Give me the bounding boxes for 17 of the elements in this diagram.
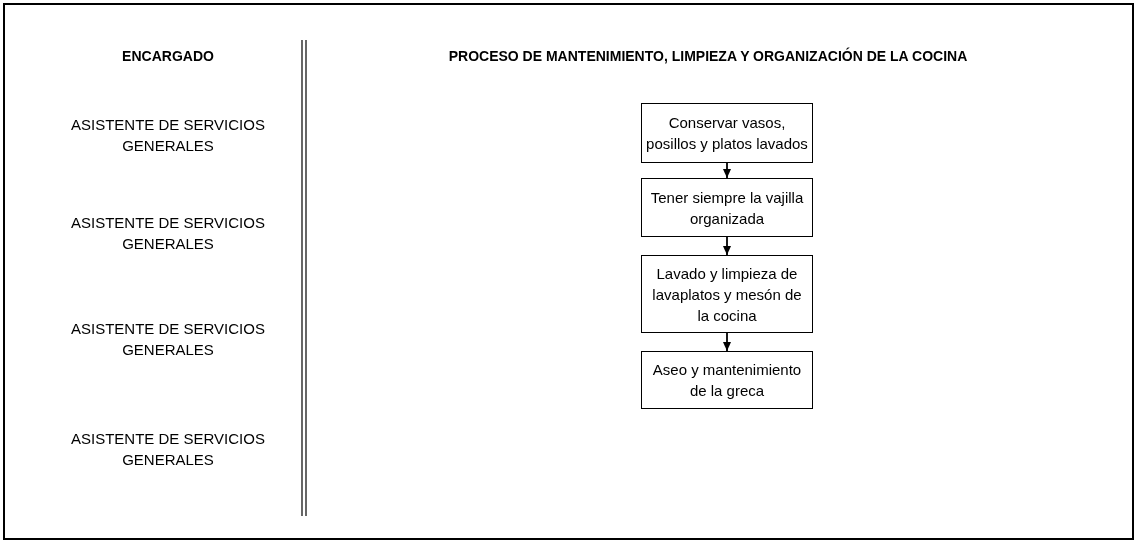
arrow: [723, 236, 731, 256]
step-text: Tener siempre la vajilla organizada: [649, 187, 805, 229]
step-text: Conservar vasos, posillos y platos lavados: [646, 113, 808, 154]
step-text: Aseo y mantenimiento de la greca: [651, 360, 803, 401]
arrow: [723, 332, 731, 352]
role-label: ASISTENTE DE SERVICIOS GENERALES: [70, 115, 266, 156]
role-label: ASISTENTE DE SERVICIOS GENERALES: [70, 319, 266, 360]
process-box: [641, 178, 813, 237]
process-box: [641, 351, 813, 409]
role-label: ASISTENTE DE SERVICIOS GENERALES: [70, 429, 266, 470]
process-box: [641, 103, 813, 163]
role-label: ASISTENTE DE SERVICIOS GENERALES: [70, 213, 266, 254]
diagram-title: PROCESO DE MANTENIMIENTO, LIMPIEZA Y ORGANIZACIÓN DE LA COCINA: [447, 46, 969, 66]
step-text: Lavado y limpieza de lavaplatos y mesón de la cocina: [651, 263, 803, 326]
arrow: [723, 162, 731, 179]
process-box: [641, 255, 813, 333]
column-header: ENCARGADO: [121, 47, 215, 66]
